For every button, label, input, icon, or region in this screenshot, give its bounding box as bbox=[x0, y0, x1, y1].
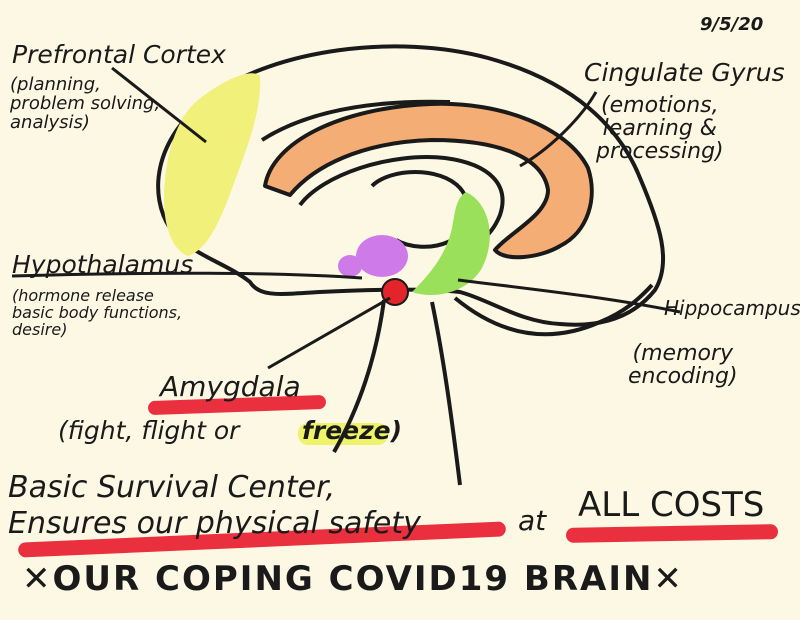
prefrontal-note: (planning, problem solving, analysis) bbox=[10, 74, 161, 133]
survival-line1: Basic Survival Center, bbox=[8, 470, 336, 505]
hypothalamus-lobe bbox=[338, 255, 362, 277]
prefrontal-label: Prefrontal Cortex bbox=[12, 40, 226, 69]
cingulate-note: (emotions, learning & processing) bbox=[596, 93, 724, 165]
hippocampus-note: (memory encoding) bbox=[628, 341, 738, 390]
cingulate-pointer bbox=[519, 91, 598, 168]
hypothalamus-label: Hypothalamus bbox=[12, 250, 194, 279]
hypothalamus-pointer bbox=[11, 271, 363, 280]
amygdala-note: (fight, flight or bbox=[58, 416, 240, 445]
diagram-title: ✕OUR COPING COVID19 BRAIN✕ bbox=[22, 559, 684, 599]
amygdala-label: Amygdala bbox=[160, 370, 301, 403]
survival-line2: Ensures our physical safety bbox=[8, 506, 421, 541]
hippocampus-region bbox=[412, 192, 490, 295]
prefrontal-region bbox=[164, 73, 261, 256]
freeze-word: freeze) bbox=[302, 416, 403, 445]
hippocampus-pointer bbox=[457, 278, 681, 314]
hippocampus-label: Hippocampus bbox=[664, 296, 800, 320]
cingulate-label: Cingulate Gyrus bbox=[584, 58, 785, 87]
date-label: 9/5/20 bbox=[700, 14, 764, 35]
brain-outline bbox=[156, 44, 666, 327]
hypothalamus-region bbox=[356, 235, 408, 277]
hypothalamus-note: (hormone release basic body functions, d… bbox=[12, 286, 183, 339]
brain-stem-outline bbox=[332, 299, 462, 486]
amygdala-pointer bbox=[267, 296, 391, 370]
all-costs-label: ALL COSTS bbox=[578, 485, 765, 525]
cingulate-region bbox=[263, 101, 594, 260]
survival-at: at bbox=[518, 504, 547, 537]
prefrontal-pointer bbox=[111, 66, 207, 144]
cerebellum-outline bbox=[453, 283, 654, 337]
